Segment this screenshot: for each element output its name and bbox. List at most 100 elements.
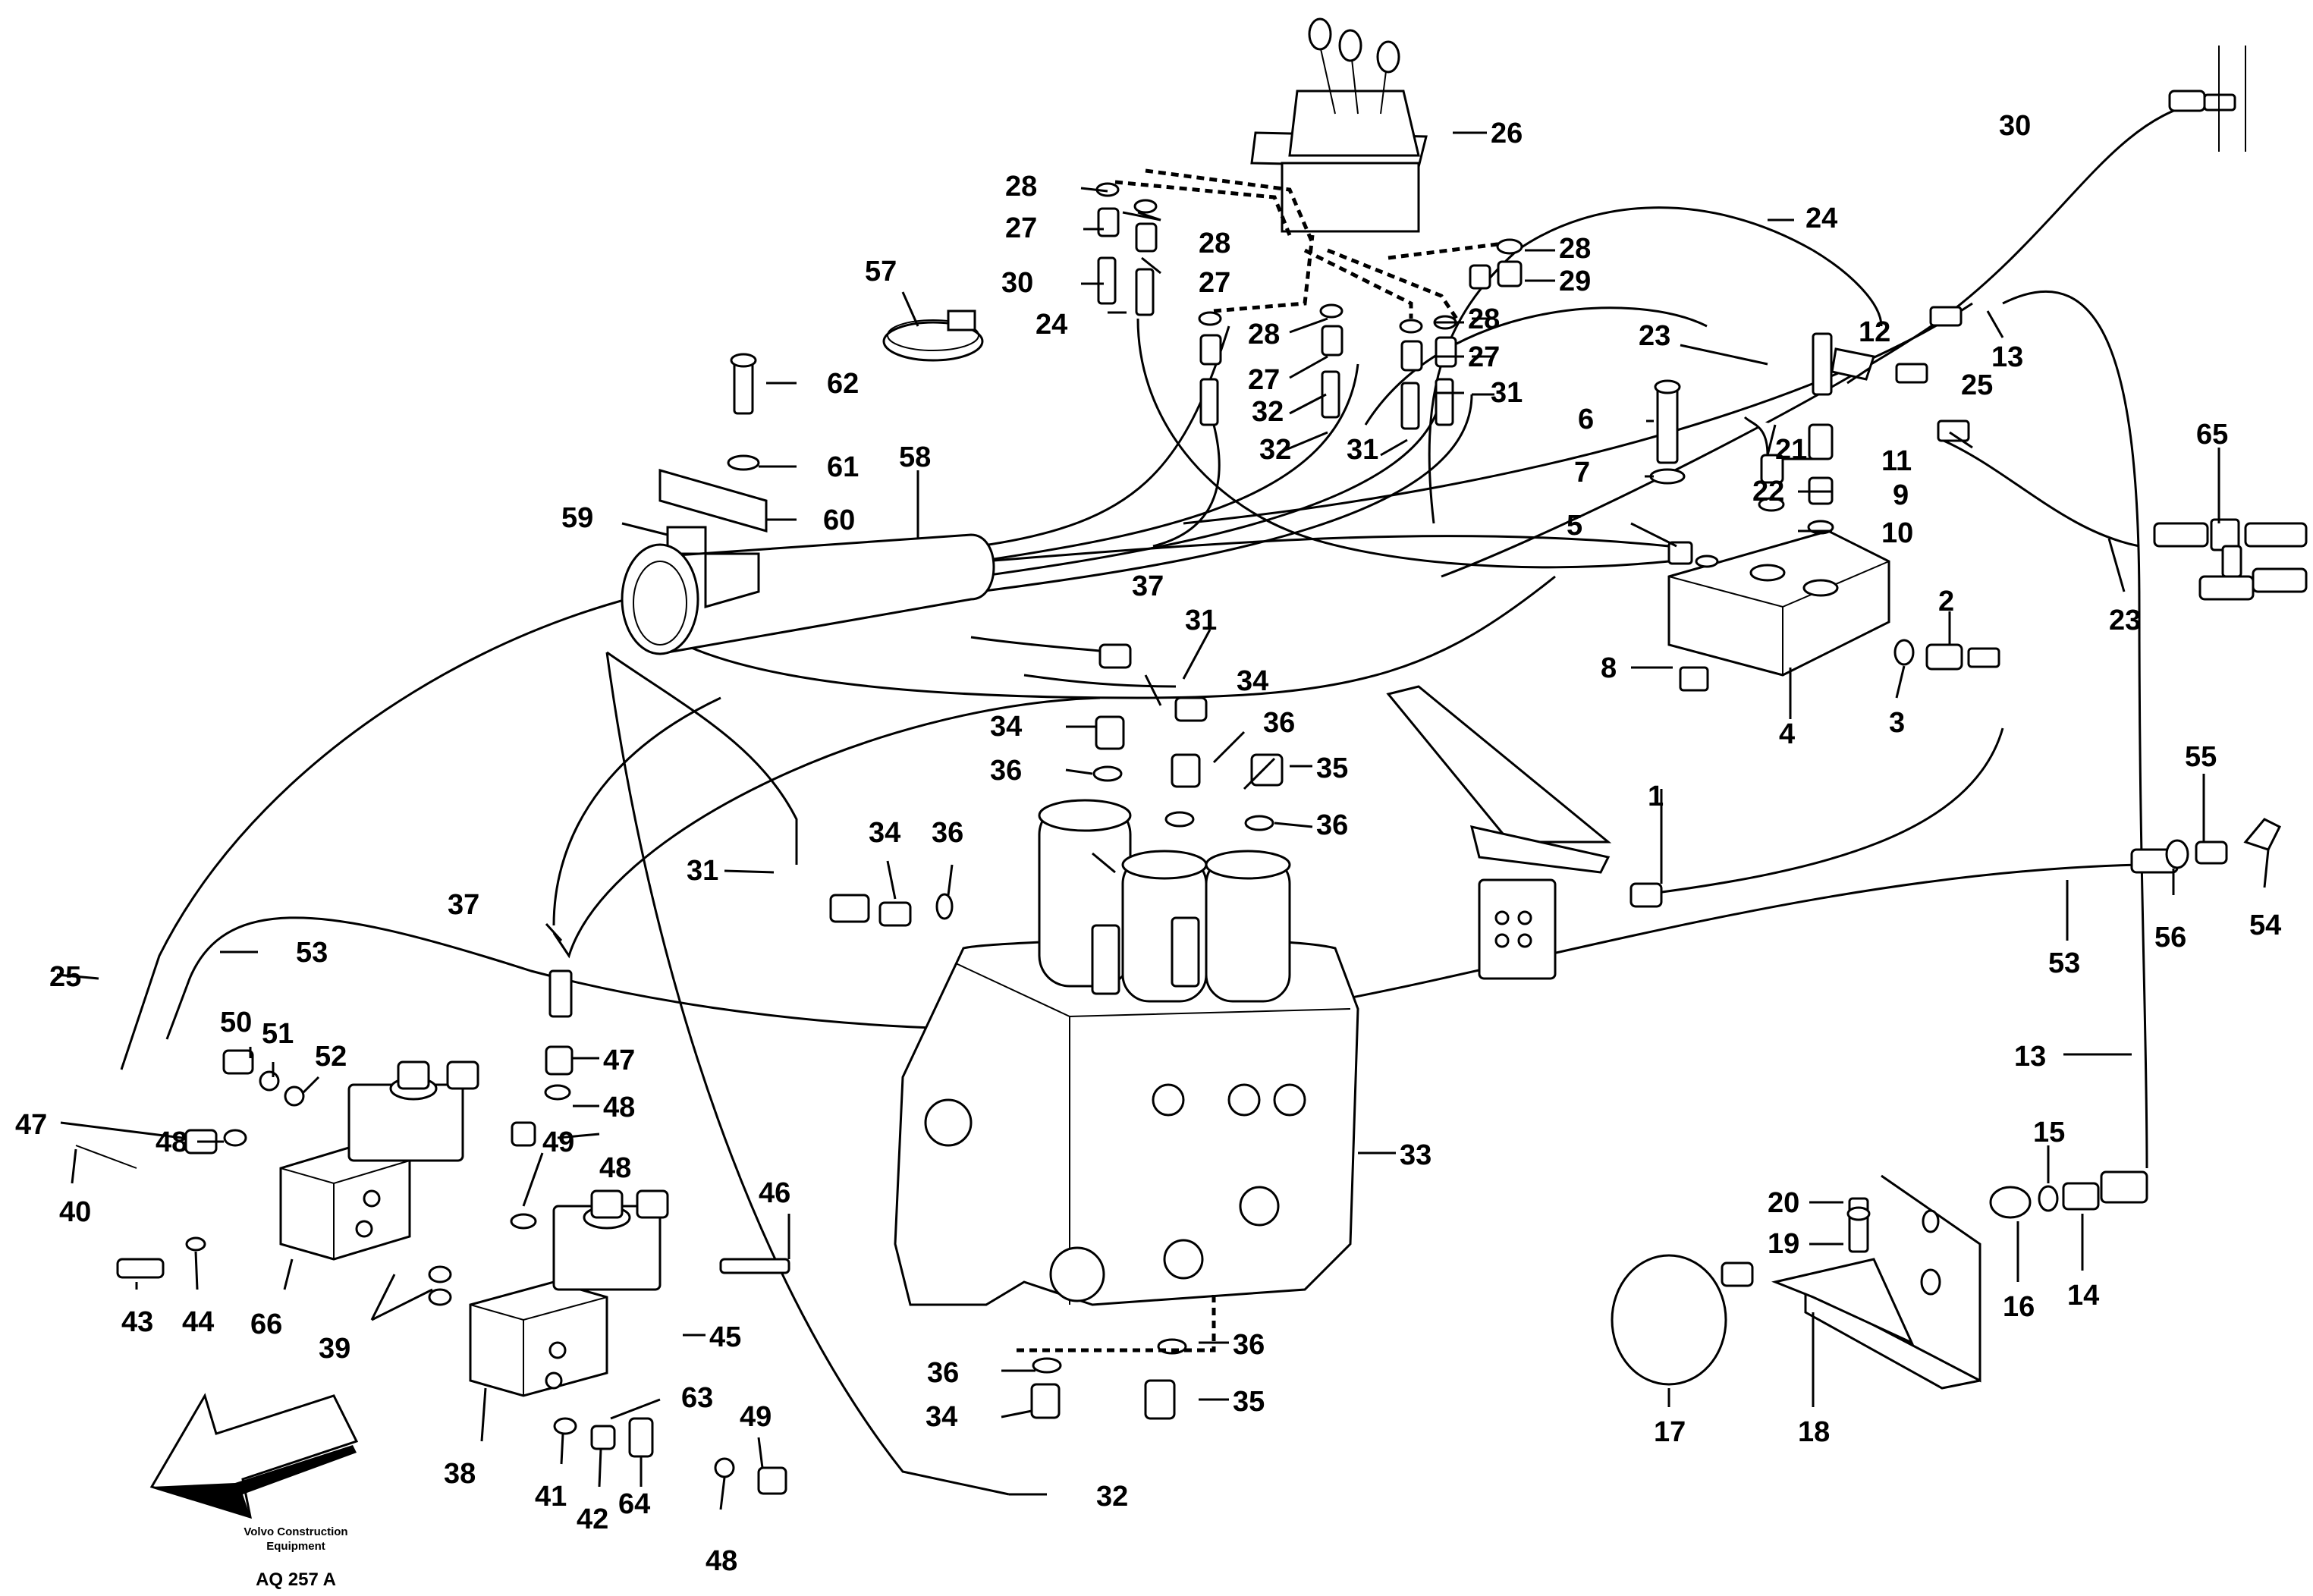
callout-64: 64 bbox=[618, 1488, 650, 1520]
valve-fittings bbox=[829, 643, 1284, 1420]
callout-31-b: 31 bbox=[1347, 434, 1378, 466]
callout-60: 60 bbox=[823, 504, 855, 536]
callout-31-c: 31 bbox=[1185, 605, 1217, 636]
valve-block-4 bbox=[1667, 529, 1890, 677]
callout-3: 3 bbox=[1889, 707, 1905, 739]
callout-33: 33 bbox=[1400, 1139, 1431, 1171]
callout-36-a: 36 bbox=[990, 755, 1022, 787]
bolt-6-set bbox=[1649, 379, 1709, 692]
hose-24-end bbox=[1812, 249, 1883, 327]
callout-26: 26 bbox=[1491, 118, 1523, 149]
hose-37-top bbox=[970, 636, 1116, 654]
hose-32-top bbox=[1152, 424, 1221, 548]
callout-13-top: 13 bbox=[1991, 341, 2023, 373]
callout-5: 5 bbox=[1567, 510, 1582, 542]
hose-25-left bbox=[120, 535, 1670, 1070]
solenoid-valve-66 bbox=[279, 1060, 479, 1261]
callout-58: 58 bbox=[899, 441, 931, 473]
callout-labels: 1 2 3 4 5 6 7 8 9 10 11 12 13 13 14 15 1… bbox=[15, 110, 2281, 1577]
callout-15: 15 bbox=[2033, 1117, 2065, 1148]
callout-47-a: 47 bbox=[603, 1045, 635, 1076]
pedal-1 bbox=[1386, 685, 1663, 980]
callout-14: 14 bbox=[2067, 1280, 2099, 1312]
callout-32-b: 32 bbox=[1259, 434, 1291, 466]
callout-28-b: 28 bbox=[1199, 228, 1230, 259]
tube-bundle-4 bbox=[978, 394, 1473, 593]
callout-39: 39 bbox=[319, 1333, 350, 1365]
callout-49-b: 49 bbox=[740, 1401, 772, 1433]
hose-13 bbox=[2002, 290, 2148, 1169]
drawing-code: AQ 257 A bbox=[256, 1569, 336, 1590]
drawing-footer: Volvo Construction Equipment AQ 257 A bbox=[244, 1525, 347, 1590]
tube-bundle-2 bbox=[978, 363, 1359, 563]
callout-19: 19 bbox=[1768, 1228, 1799, 1260]
tube-bundle-3 bbox=[978, 394, 1443, 578]
accumulator-17 bbox=[1611, 1254, 1754, 1386]
direction-arrow bbox=[149, 1393, 359, 1519]
callout-53-right: 53 bbox=[2048, 947, 2080, 979]
callout-23-right: 23 bbox=[2109, 605, 2141, 636]
callout-13-right: 13 bbox=[2014, 1041, 2046, 1073]
main-control-valve-33 bbox=[894, 799, 1359, 1306]
callout-29: 29 bbox=[1559, 265, 1591, 297]
block-fittings bbox=[1743, 306, 1970, 535]
hose-1 bbox=[1638, 727, 2004, 897]
bracket-60-assembly bbox=[658, 353, 768, 555]
callout-25-right: 25 bbox=[1961, 369, 1993, 401]
callout-36-e: 36 bbox=[927, 1357, 959, 1389]
mounting-bracket-18 bbox=[1771, 1174, 1981, 1390]
callout-44: 44 bbox=[182, 1306, 214, 1338]
callout-10: 10 bbox=[1881, 517, 1913, 549]
callout-34-d: 34 bbox=[926, 1401, 957, 1433]
hose-lines bbox=[120, 101, 2201, 1496]
callout-37-b: 37 bbox=[448, 889, 479, 921]
callout-56: 56 bbox=[2154, 922, 2186, 954]
callout-34-b: 34 bbox=[1237, 665, 1268, 697]
solenoid-valve-38 bbox=[469, 1189, 669, 1397]
callout-43: 43 bbox=[121, 1306, 153, 1338]
callout-28-c: 28 bbox=[1248, 319, 1280, 350]
hose-32-bottom bbox=[605, 652, 1010, 1496]
callout-46: 46 bbox=[759, 1177, 790, 1209]
callout-57: 57 bbox=[865, 256, 897, 287]
hose-25-right bbox=[1941, 438, 2140, 548]
callout-6: 6 bbox=[1578, 404, 1594, 435]
hose-23-right bbox=[1364, 306, 1708, 426]
callout-16: 16 bbox=[2003, 1291, 2035, 1323]
callout-59: 59 bbox=[561, 502, 593, 534]
fittings-2-3 bbox=[1893, 639, 2000, 671]
callout-42: 42 bbox=[577, 1503, 608, 1535]
callout-40: 40 bbox=[59, 1196, 91, 1228]
callout-23-top: 23 bbox=[1639, 320, 1670, 352]
callout-30-left: 30 bbox=[1001, 267, 1033, 299]
fitting-30-right bbox=[2168, 46, 2246, 152]
callout-21: 21 bbox=[1775, 434, 1807, 466]
callout-38: 38 bbox=[444, 1458, 476, 1490]
callout-30-right: 30 bbox=[1999, 110, 2031, 142]
callout-34-c: 34 bbox=[869, 817, 900, 849]
hose-clamp-57 bbox=[882, 309, 984, 362]
callout-48-c: 48 bbox=[599, 1152, 631, 1184]
callout-65: 65 bbox=[2196, 419, 2228, 451]
callout-22: 22 bbox=[1752, 476, 1784, 507]
callout-35-b: 35 bbox=[1233, 1386, 1265, 1418]
callout-27-c: 27 bbox=[1248, 364, 1280, 396]
callout-36-b: 36 bbox=[1263, 707, 1295, 739]
callout-7: 7 bbox=[1574, 457, 1590, 489]
protective-sleeve-58 bbox=[621, 533, 995, 655]
callout-32-a: 32 bbox=[1252, 396, 1284, 428]
callout-37-a: 37 bbox=[1132, 570, 1164, 602]
callout-1: 1 bbox=[1648, 781, 1664, 812]
callout-48-b: 48 bbox=[156, 1126, 187, 1158]
callout-51: 51 bbox=[262, 1018, 294, 1050]
hose-24-left bbox=[1136, 318, 1670, 569]
callout-61: 61 bbox=[827, 451, 859, 483]
callout-11: 11 bbox=[1881, 445, 1912, 477]
callout-12: 12 bbox=[1859, 316, 1890, 348]
hose-31-down bbox=[606, 651, 798, 865]
callout-27-b: 27 bbox=[1199, 267, 1230, 299]
callout-20: 20 bbox=[1768, 1187, 1799, 1219]
callout-34-a: 34 bbox=[990, 711, 1022, 743]
callout-31-d: 31 bbox=[687, 855, 718, 887]
callout-52: 52 bbox=[315, 1041, 347, 1073]
